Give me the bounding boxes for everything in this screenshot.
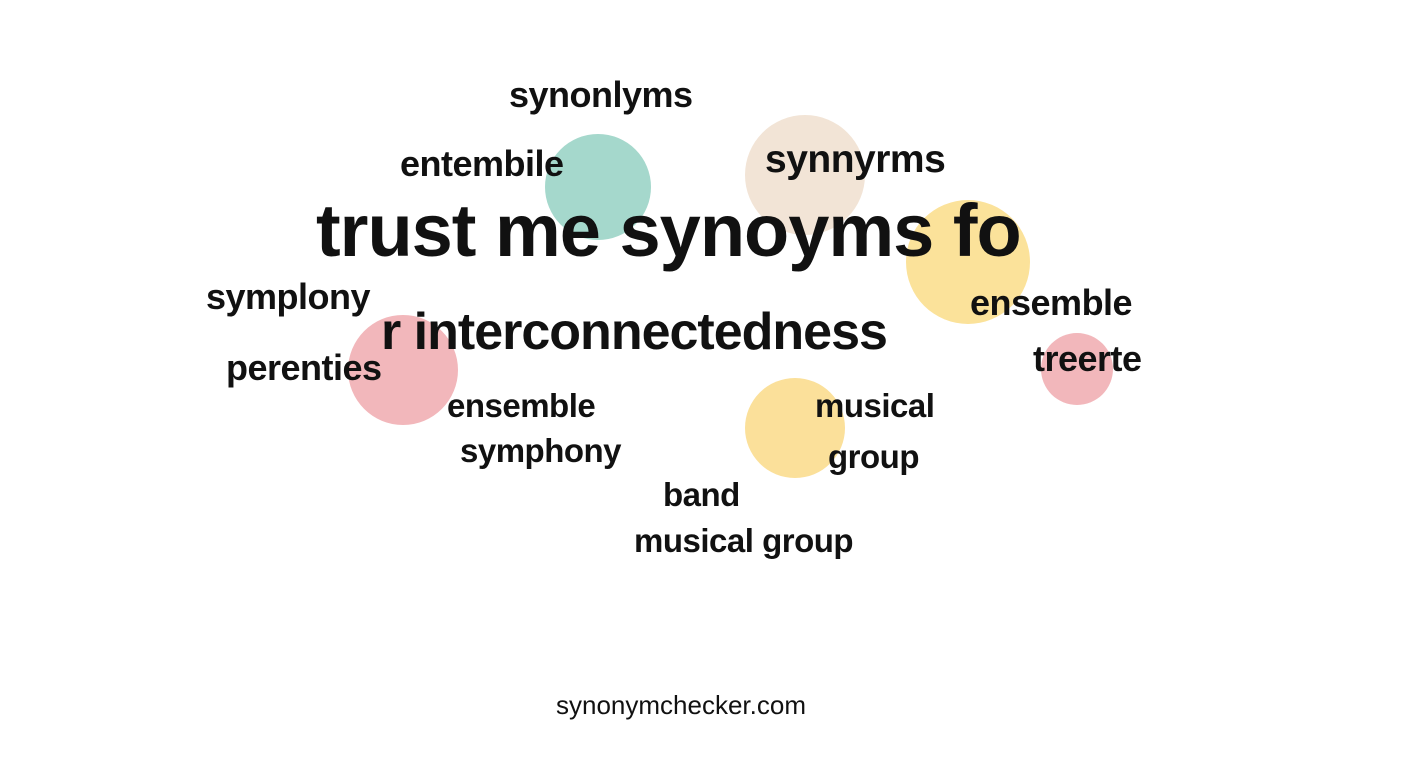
word-symphony: symphony bbox=[460, 432, 622, 469]
word-band: band bbox=[663, 476, 740, 513]
word-symplony: symplony bbox=[206, 276, 371, 317]
word-entembile: entembile bbox=[400, 143, 564, 184]
headline-line-2: r interconnectedness bbox=[381, 303, 888, 361]
word-synnyrms: synnyrms bbox=[765, 138, 946, 181]
beige-circle bbox=[745, 115, 865, 235]
word-musical: musical bbox=[815, 387, 935, 424]
word-perenties: perenties bbox=[226, 347, 382, 388]
pink-circle-left bbox=[348, 315, 458, 425]
pink-circle-small bbox=[1041, 333, 1113, 405]
word-musical-group: musical group bbox=[634, 522, 854, 559]
teal-circle bbox=[545, 134, 651, 240]
word-synonlyms: synonlyms bbox=[509, 74, 693, 115]
word-treerte: treerte bbox=[1033, 338, 1142, 379]
word-group: group bbox=[828, 438, 919, 475]
yellow-circle-lower bbox=[745, 378, 845, 478]
yellow-circle-right bbox=[906, 200, 1030, 324]
footer-site-link[interactable]: synonymchecker.com bbox=[556, 690, 806, 720]
headline-line-1: trust me synoyms fo bbox=[316, 189, 1022, 272]
word-ensemble-left: ensemble bbox=[447, 387, 596, 424]
word-ensemble-right: ensemble bbox=[970, 282, 1133, 323]
